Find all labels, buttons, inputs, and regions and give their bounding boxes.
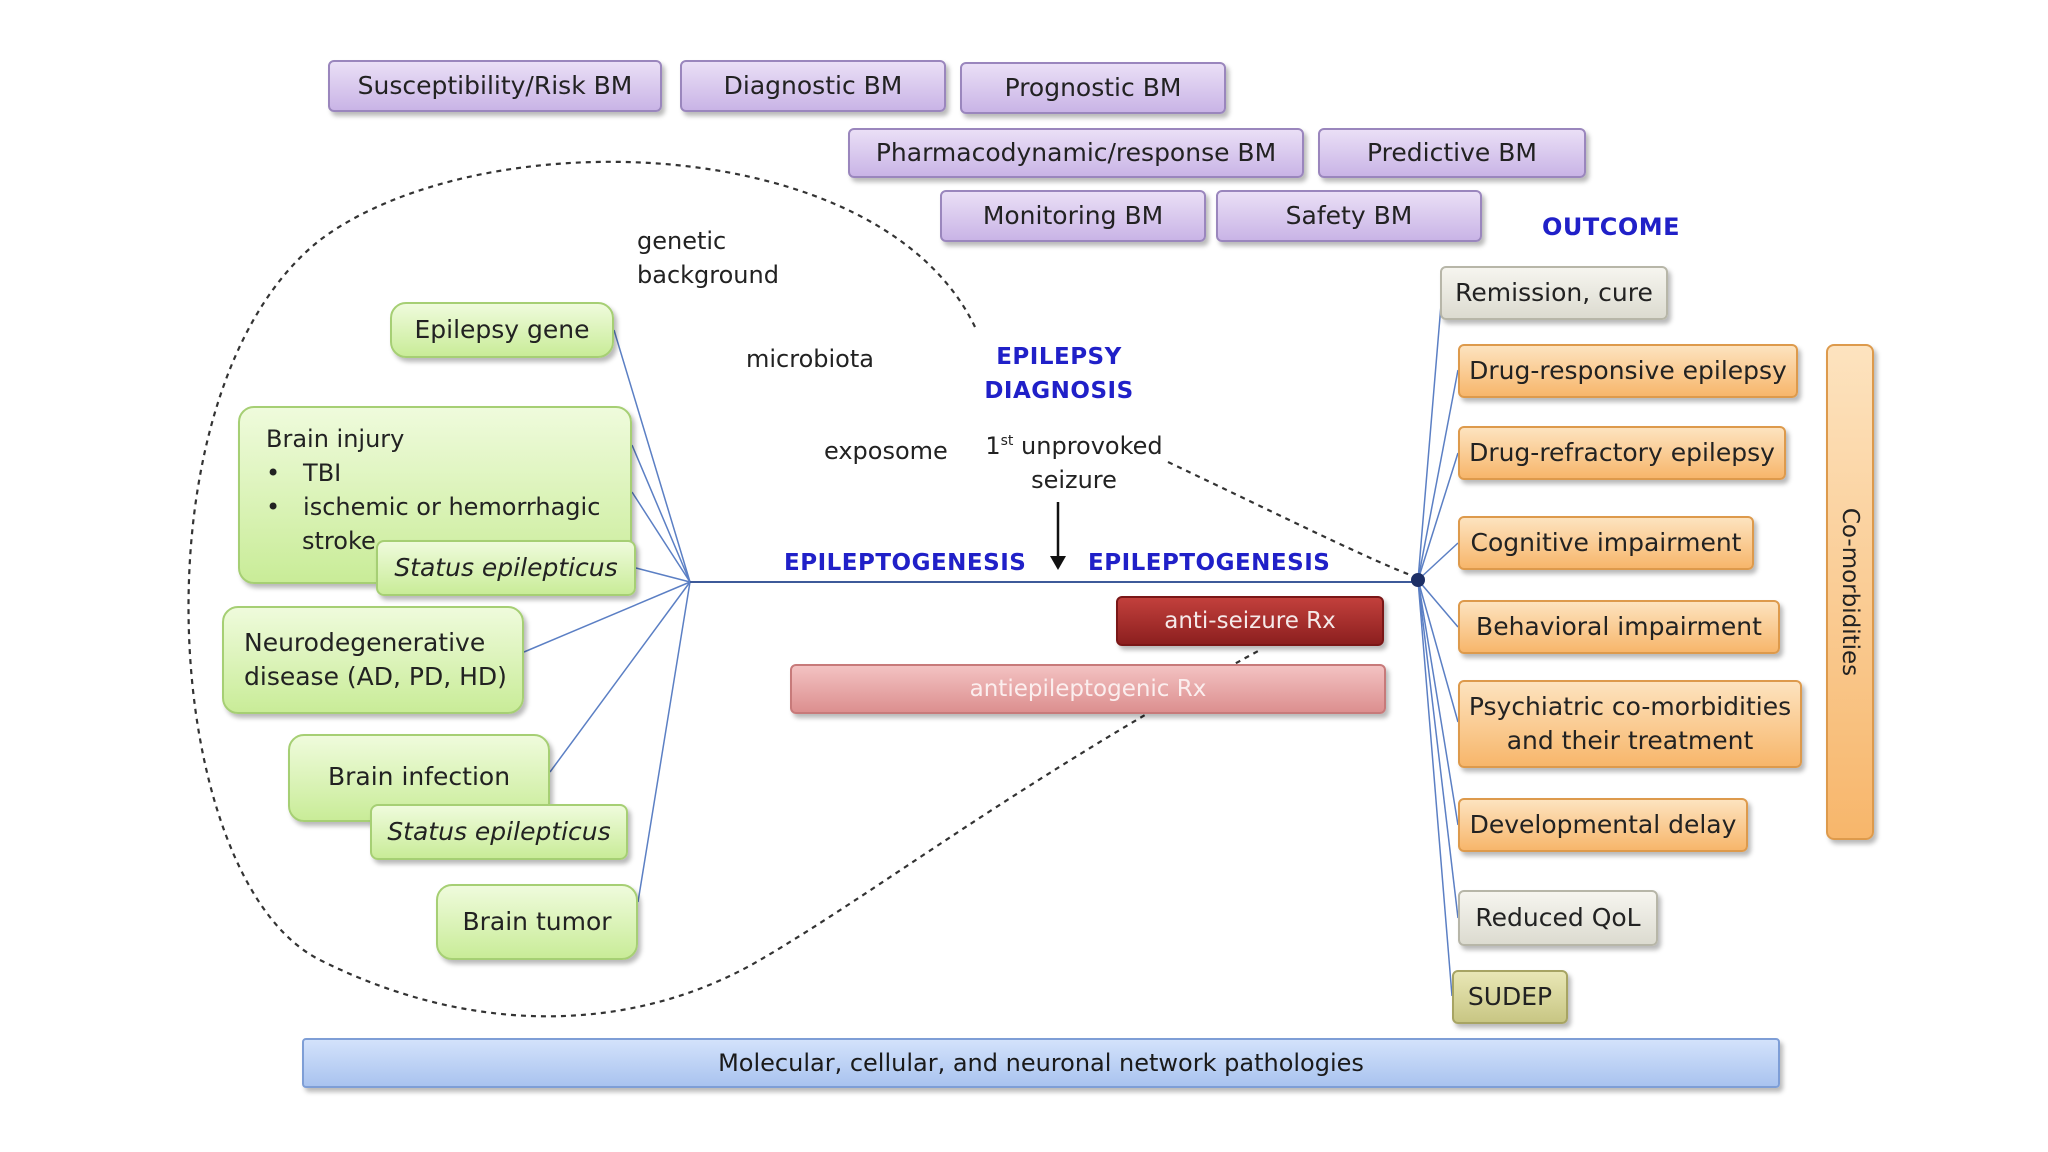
susceptibility-bm-box: Susceptibility/Risk BM	[328, 60, 662, 112]
reduced-qol-box: Reduced QoL	[1458, 890, 1658, 946]
pathologies-bar: Molecular, cellular, and neuronal networ…	[302, 1038, 1780, 1088]
brain-injury-bullet-tbi-text: TBI	[303, 459, 342, 487]
seizure-arrow-head	[1050, 556, 1066, 570]
predictive-bm-box: Predictive BM	[1318, 128, 1586, 178]
diagnosis-line1: EPILEPSY	[996, 344, 1122, 370]
comorbidities-bar: Co-morbidities	[1826, 344, 1874, 840]
brain-injury-bullet-stroke: • ischemic or hemorrhagic	[266, 493, 601, 521]
developmental-delay-box: Developmental delay	[1458, 798, 1748, 852]
neurodegenerative-line1: Neurodegenerative	[244, 628, 486, 657]
outcome-title: OUTCOME	[1542, 213, 1681, 241]
brain-tumor-box: Brain tumor	[436, 884, 638, 960]
prognostic-bm-box: Prognostic BM	[960, 62, 1226, 114]
behavioral-impairment-box: Behavioral impairment	[1458, 600, 1780, 654]
diagnostic-bm-box: Diagnostic BM	[680, 60, 946, 112]
pharmacodynamic-bm-box: Pharmacodynamic/response BM	[848, 128, 1304, 178]
neurodegenerative-line2: disease (AD, PD, HD)	[244, 662, 507, 691]
psychiatric-line1: Psychiatric co-morbidities	[1468, 692, 1792, 721]
cause-connectors	[523, 329, 691, 903]
genetic-label-line2: background	[637, 261, 779, 289]
sudep-box: SUDEP	[1452, 970, 1568, 1024]
cognitive-impairment-box: Cognitive impairment	[1458, 516, 1754, 570]
neurodegenerative-disease-box: Neurodegenerative disease (AD, PD, HD)	[222, 606, 524, 714]
comorbidities-label: Co-morbidities	[1837, 507, 1863, 677]
antiepileptogenic-rx-bar: antiepileptogenic Rx	[790, 664, 1386, 714]
outcome-connectors	[1417, 292, 1459, 997]
safety-bm-box: Safety BM	[1216, 190, 1482, 242]
status-epilepticus-box-1: Status epilepticus	[376, 540, 636, 596]
remission-cure-box: Remission, cure	[1440, 266, 1668, 320]
genetic-label-line1: genetic	[637, 227, 727, 255]
first-unprovoked-seizure-label: 1st unprovoked seizure	[962, 424, 1186, 497]
psychiatric-line2: and their treatment	[1506, 726, 1754, 755]
anti-seizure-rx-bar: anti-seizure Rx	[1116, 596, 1384, 646]
status-epilepticus-box-2: Status epilepticus	[370, 804, 628, 860]
dashed-envelope	[187, 160, 1261, 1018]
epileptogenesis-right-label: EPILEPTOGENESIS	[1088, 550, 1331, 576]
microbiota-label: microbiota	[746, 345, 874, 373]
psychiatric-comorbidities-box: Psychiatric co-morbidities and their tre…	[1458, 680, 1802, 768]
seizure-number: 1	[985, 432, 1001, 460]
monitoring-bm-box: Monitoring BM	[940, 190, 1206, 242]
genetic-background-label: genetic background	[637, 224, 779, 292]
drug-refractory-epilepsy-box: Drug-refractory epilepsy	[1458, 426, 1786, 480]
brain-injury-bullet-tbi: • TBI	[266, 459, 342, 487]
seizure-ordinal-suffix: st	[1000, 433, 1014, 449]
brain-injury-title: Brain injury	[266, 425, 405, 453]
drug-responsive-epilepsy-box: Drug-responsive epilepsy	[1458, 344, 1798, 398]
diagnosis-line2: DIAGNOSIS	[984, 378, 1134, 404]
epileptogenesis-left-label: EPILEPTOGENESIS	[784, 550, 1027, 576]
exposome-label: exposome	[824, 437, 948, 465]
seizure-line2: seizure	[1031, 466, 1117, 494]
outcome-hub-node	[1411, 573, 1425, 587]
epilepsy-diagnosis-label: EPILEPSY DIAGNOSIS	[976, 340, 1142, 408]
seizure-line1: unprovoked	[1013, 432, 1163, 460]
brain-injury-bullet-stroke-cont: stroke	[302, 527, 376, 555]
brain-injury-bullet-stroke-text: ischemic or hemorrhagic	[303, 493, 601, 521]
epilepsy-gene-box: Epilepsy gene	[390, 302, 614, 358]
dashed-seizure-link	[1167, 461, 1419, 580]
